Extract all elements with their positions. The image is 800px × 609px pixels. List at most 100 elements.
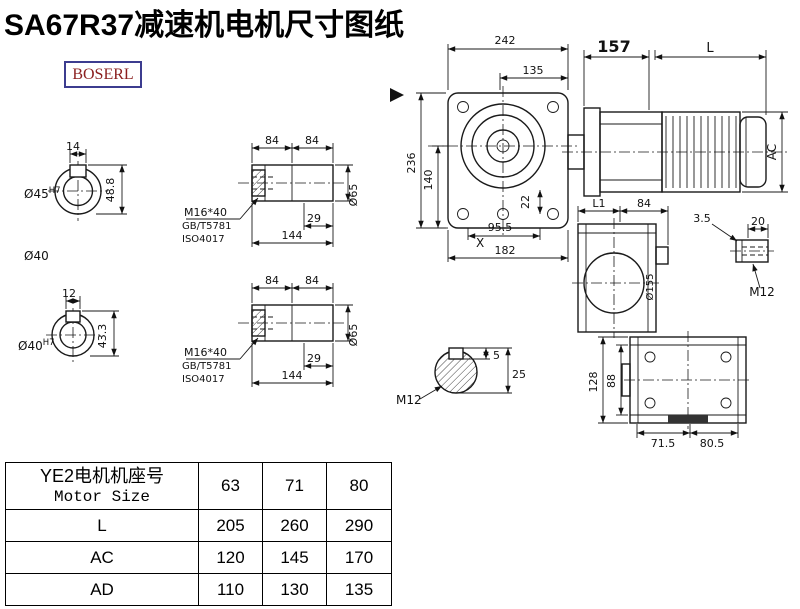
cell: 260 bbox=[262, 509, 327, 542]
dim-29: 29 bbox=[303, 343, 333, 370]
dim-text: 12 bbox=[62, 287, 76, 300]
dim-dia-65: Ø65 bbox=[335, 304, 360, 347]
dim-text: 20 bbox=[751, 215, 765, 228]
dim-text: 84 bbox=[305, 134, 319, 147]
motor-size-table: YE2电机机座号 Motor Size 63 71 80 L 205 260 2… bbox=[5, 462, 392, 606]
dim-text: Ø65 bbox=[347, 184, 360, 207]
dim-dia-65: Ø65 bbox=[335, 164, 360, 207]
dim-text: 88 bbox=[605, 374, 618, 388]
dim-key-width-14: 14 bbox=[66, 140, 87, 163]
dim-135: 135 bbox=[499, 64, 569, 90]
keyway-slot bbox=[65, 310, 81, 323]
standard-1: GB/T5781 bbox=[182, 361, 232, 372]
dim-144: 144 bbox=[251, 343, 334, 387]
shaft-end-detail bbox=[730, 239, 774, 263]
dim-text: 14 bbox=[66, 140, 80, 153]
dim-236: 236 bbox=[405, 92, 446, 229]
dim-text: 84 bbox=[637, 197, 651, 210]
dim-text: 84 bbox=[265, 134, 279, 147]
size-column-1: 63 bbox=[198, 462, 263, 510]
table-row-AC: AC 120 145 170 bbox=[5, 541, 392, 574]
dim-text: 29 bbox=[307, 352, 321, 365]
standard-2: ISO4017 bbox=[182, 234, 225, 245]
dim-text: 29 bbox=[307, 212, 321, 225]
dim-L1-84: L1 84 bbox=[577, 197, 669, 245]
dim-3-5: 3.5 bbox=[693, 212, 738, 242]
cell: 170 bbox=[326, 541, 392, 574]
dim-71-5-80-5: 71.5 80.5 bbox=[636, 424, 739, 450]
dim-text: 236 bbox=[405, 153, 418, 174]
bore-tolerance: H7 bbox=[49, 186, 61, 196]
header-cn: YE2电机机座号 bbox=[39, 466, 165, 486]
dim-29: 29 bbox=[303, 203, 333, 230]
brand-logo: BOSERL bbox=[64, 61, 142, 88]
dim-5: 5 bbox=[463, 347, 512, 362]
cell: 290 bbox=[326, 509, 392, 542]
thread-spec: M16*40 bbox=[184, 206, 227, 219]
outer-dia-label: Ø40 bbox=[24, 249, 49, 263]
dim-L: L bbox=[654, 41, 767, 115]
tap-label: M12 bbox=[396, 393, 422, 407]
x-marker: X bbox=[476, 236, 484, 250]
dim-22: 22 bbox=[519, 190, 543, 214]
view-shaft-end-1: 14 48.8 Ø45H7 Ø40 bbox=[24, 140, 127, 263]
thread-callout: M16*40 GB/T5781 ISO4017 bbox=[182, 197, 259, 245]
dim-text: 71.5 bbox=[651, 437, 676, 450]
dim-text: L bbox=[706, 41, 714, 56]
standard-1: GB/T5781 bbox=[182, 221, 232, 232]
dim-text: 157 bbox=[597, 37, 630, 56]
flange-dia-label: Ø155 bbox=[644, 274, 656, 301]
cell: 135 bbox=[326, 573, 392, 606]
thread-callout: M16*40 GB/T5781 ISO4017 bbox=[182, 337, 259, 385]
dim-text: 80.5 bbox=[700, 437, 725, 450]
bore-label: Ø40H7 bbox=[18, 338, 55, 353]
bore-dia: Ø40 bbox=[18, 339, 43, 353]
view-key-section: 5 25 M12 bbox=[396, 347, 526, 407]
dim-20: 20 bbox=[747, 215, 769, 238]
thread-spec: M16*40 bbox=[184, 346, 227, 359]
dim-144: 144 bbox=[251, 203, 334, 247]
cell: 130 bbox=[262, 573, 327, 606]
view-shaft-side-1: 84 84 M16*40 GB/T5781 ISO4017 29 144 bbox=[182, 134, 360, 247]
dim-242: 242 bbox=[447, 34, 569, 90]
header-motor-size-cell: YE2电机机座号 Motor Size bbox=[5, 462, 199, 510]
dim-text: L1 bbox=[592, 197, 605, 210]
view-shaft-end-2: 12 43.3 Ø40H7 bbox=[18, 287, 119, 362]
dim-text: 182 bbox=[495, 244, 516, 257]
bore-dia: Ø45 bbox=[24, 187, 49, 201]
keyway-slot bbox=[448, 347, 464, 360]
view-bottom: 128 88 71.5 80.5 bbox=[587, 331, 752, 450]
dim-182: 182 bbox=[447, 230, 569, 262]
dim-88: 88 bbox=[605, 344, 628, 416]
row-label: AC bbox=[5, 541, 199, 574]
dim-text: 43.3 bbox=[96, 324, 109, 349]
cell: 205 bbox=[198, 509, 263, 542]
dim-depth-43-3: 43.3 bbox=[82, 310, 119, 357]
dim-text: 140 bbox=[422, 170, 435, 191]
dim-text: Ø65 bbox=[347, 324, 360, 347]
tap-callout: M12 bbox=[396, 385, 443, 407]
dim-text: 135 bbox=[523, 64, 544, 77]
dim-text: 144 bbox=[282, 369, 303, 382]
dim-text: 3.5 bbox=[693, 212, 711, 225]
cell: 110 bbox=[198, 573, 263, 606]
table-header-row: YE2电机机座号 Motor Size 63 71 80 bbox=[5, 462, 392, 510]
header-en: Motor Size bbox=[53, 488, 150, 506]
dim-text: 242 bbox=[495, 34, 516, 47]
cell: 145 bbox=[262, 541, 327, 574]
dim-text: 22 bbox=[519, 195, 532, 209]
view-main-front: 242 135 157 L bbox=[390, 34, 790, 262]
view-shaft-side-2: 84 84 M16*40 GB/T5781 ISO4017 29 144 bbox=[182, 274, 360, 387]
dim-text: AC bbox=[765, 144, 779, 160]
dim-AC: AC bbox=[742, 111, 788, 193]
size-column-3: 80 bbox=[326, 462, 392, 510]
dim-text: 48.8 bbox=[104, 178, 117, 203]
table-row-AD: AD 110 130 135 bbox=[5, 573, 392, 606]
base-bar bbox=[668, 415, 708, 423]
view-direction-arrow bbox=[390, 88, 404, 102]
bore-label: Ø45H7 bbox=[24, 186, 61, 201]
dim-text: 25 bbox=[512, 368, 526, 381]
keyway-slot bbox=[69, 164, 87, 178]
